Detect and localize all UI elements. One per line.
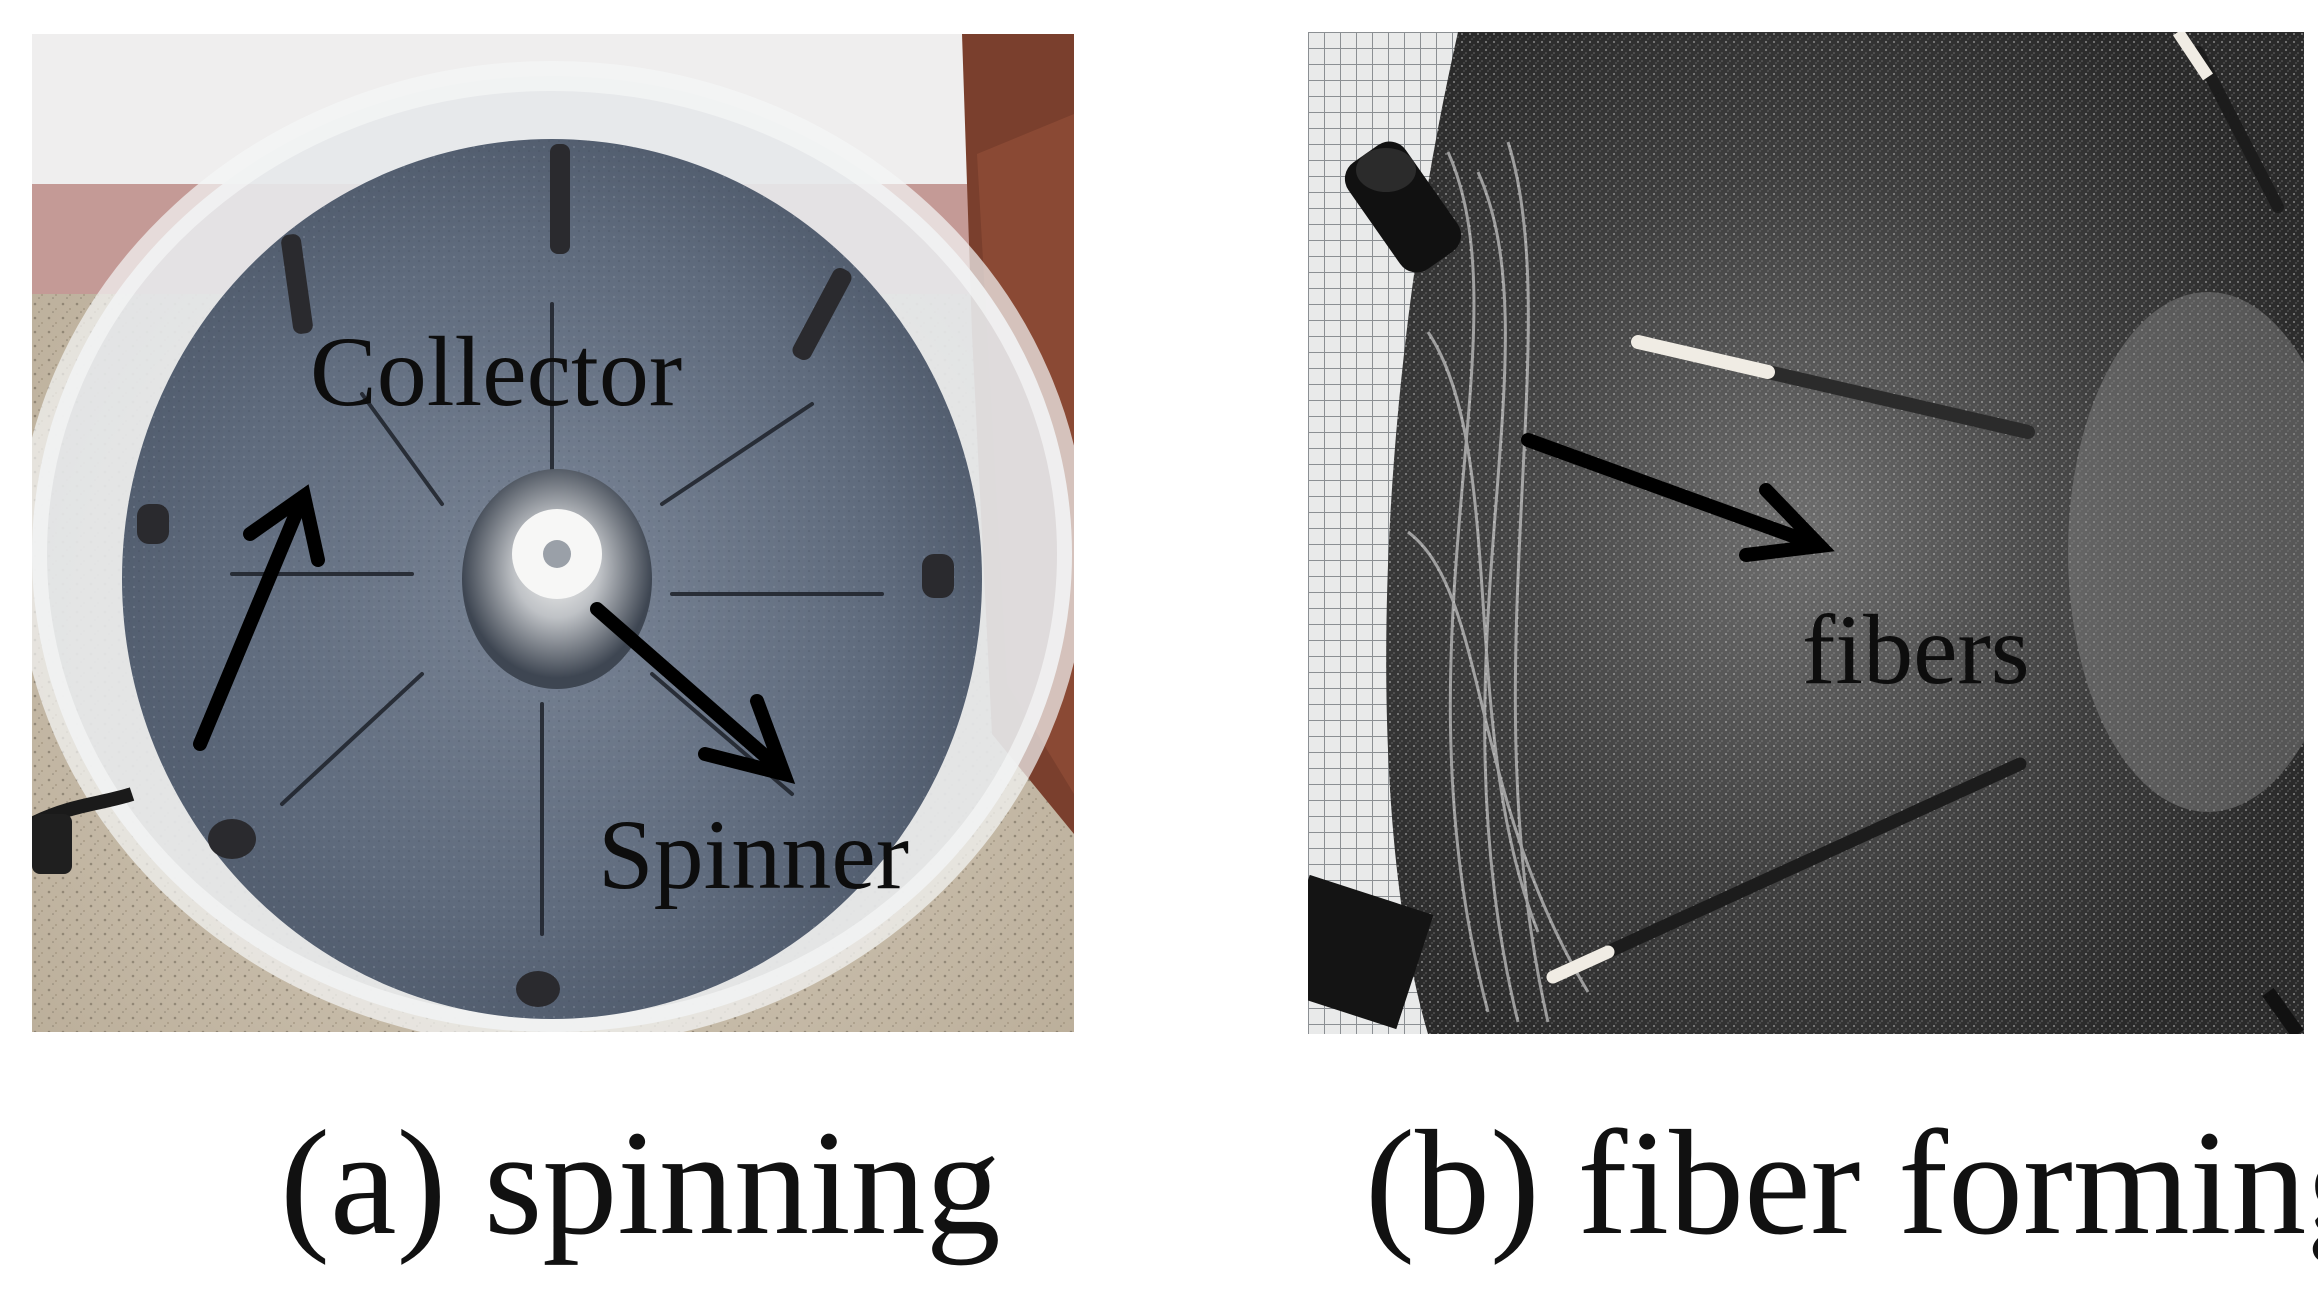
- label-fibers: fibers: [1802, 594, 2030, 705]
- photo-spinning: [32, 34, 1074, 1032]
- arrow-to-collector: [193, 484, 325, 751]
- caption-b: (b) fiber forming: [1365, 1100, 2318, 1266]
- caption-a: (a) spinning: [280, 1100, 1001, 1266]
- arrow-to-fibers: [1521, 433, 1835, 562]
- arrow-to-spinner: [590, 602, 796, 785]
- photo-fiber-forming: [1308, 32, 2304, 1034]
- spinning-photo-illustration: [32, 34, 1074, 1032]
- label-collector: Collector: [310, 316, 683, 427]
- label-spinner: Spinner: [598, 799, 910, 910]
- fiber-forming-photo-illustration: [1308, 32, 2304, 1034]
